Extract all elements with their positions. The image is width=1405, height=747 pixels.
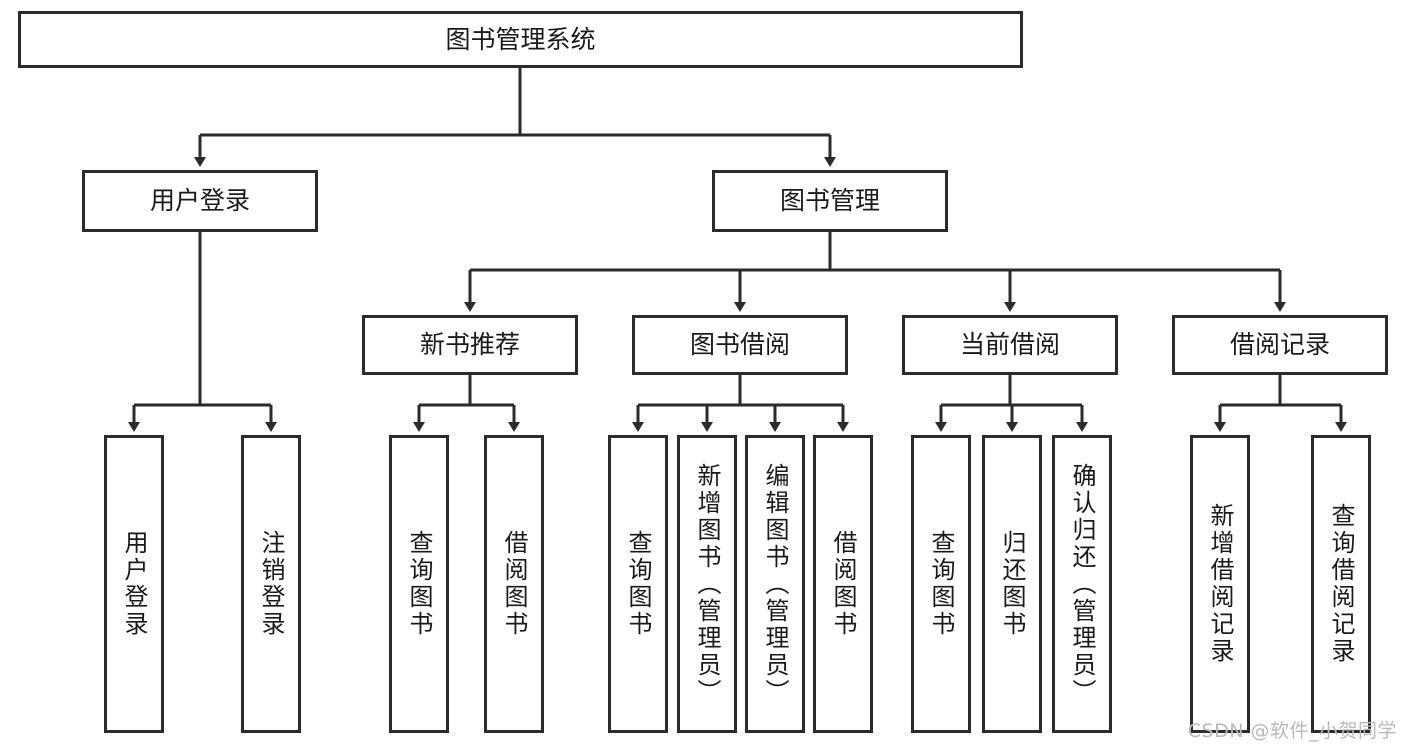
leaf-add-borrow-record[interactable]: 新增借阅记录 <box>1190 435 1250 733</box>
leaf-label: 借阅图书 <box>500 530 528 638</box>
node-user-login[interactable]: 用户登录 <box>82 170 318 232</box>
watermark-text: CSDN @软件_小贺同学 <box>1187 720 1397 742</box>
leaf-user-login[interactable]: 用户登录 <box>104 435 164 733</box>
leaf-label: 确认归还（管理员） <box>1068 462 1096 706</box>
leaf-confirm-return-admin[interactable]: 确认归还（管理员） <box>1052 435 1112 733</box>
leaf-label: 用户登录 <box>120 530 148 638</box>
node-book-borrow[interactable]: 图书借阅 <box>632 315 848 375</box>
leaf-borrow-book-rec[interactable]: 借阅图书 <box>484 435 544 733</box>
node-book-manage[interactable]: 图书管理 <box>712 170 948 232</box>
leaf-query-book-rec[interactable]: 查询图书 <box>389 435 449 733</box>
leaf-label: 归还图书 <box>998 530 1026 638</box>
leaf-label: 借阅图书 <box>829 530 857 638</box>
leaf-label: 新增图书（管理员） <box>693 462 721 706</box>
node-new-book-recommend[interactable]: 新书推荐 <box>362 315 578 375</box>
leaf-label: 查询图书 <box>405 530 433 638</box>
leaf-add-book-admin[interactable]: 新增图书（管理员） <box>677 435 737 733</box>
node-root[interactable]: 图书管理系统 <box>18 11 1023 68</box>
leaf-label: 查询图书 <box>927 530 955 638</box>
leaf-user-logout[interactable]: 注销登录 <box>241 435 301 733</box>
leaf-return-book[interactable]: 归还图书 <box>982 435 1042 733</box>
leaf-query-book-bor[interactable]: 查询图书 <box>608 435 668 733</box>
node-borrow-record[interactable]: 借阅记录 <box>1172 315 1388 375</box>
leaf-label: 编辑图书（管理员） <box>761 462 789 706</box>
leaf-label: 查询图书 <box>624 530 652 638</box>
leaf-query-borrow-record[interactable]: 查询借阅记录 <box>1311 435 1371 733</box>
leaf-label: 新增借阅记录 <box>1206 503 1234 665</box>
leaf-borrow-book-bor[interactable]: 借阅图书 <box>813 435 873 733</box>
leaf-label: 查询借阅记录 <box>1327 503 1355 665</box>
leaf-query-book-cur[interactable]: 查询图书 <box>911 435 971 733</box>
leaf-label: 注销登录 <box>257 530 285 638</box>
node-current-borrow[interactable]: 当前借阅 <box>902 315 1118 375</box>
leaf-edit-book-admin[interactable]: 编辑图书（管理员） <box>745 435 805 733</box>
